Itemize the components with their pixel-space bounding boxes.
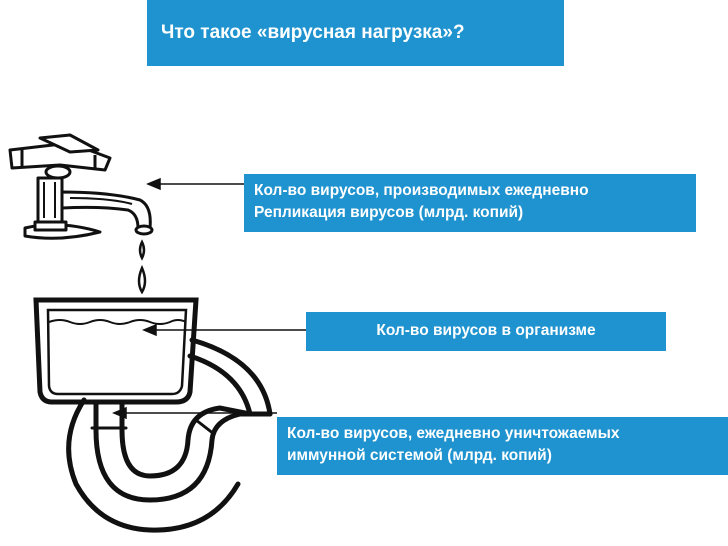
sink-basin-icon bbox=[33, 297, 199, 405]
arrow-left-icon bbox=[112, 177, 306, 420]
faucet-label-line-2: Репликация вирусов (млрд. копий) bbox=[254, 204, 524, 221]
faucet-icon bbox=[8, 133, 154, 240]
basin-label: Кол-во вирусов в организме bbox=[306, 312, 666, 351]
drain-label: Кол-во вирусов, ежедневно уничтожаемых и… bbox=[277, 417, 728, 475]
faucet-label-line-1: Кол-во вирусов, производимых ежедневно bbox=[254, 182, 589, 199]
page-title-text: Что такое «вирусная нагрузка»? bbox=[161, 22, 465, 43]
faucet-label: Кол-во вирусов, производимых ежедневно Р… bbox=[244, 174, 696, 232]
water-drop-icon bbox=[137, 239, 147, 295]
page-title: Что такое «вирусная нагрузка»? bbox=[147, 0, 564, 66]
drain-label-line-1: Кол-во вирусов, ежедневно уничтожаемых bbox=[287, 425, 620, 442]
drain-pipe-icon bbox=[66, 337, 273, 533]
basin-label-line-1: Кол-во вирусов в организме bbox=[376, 322, 596, 339]
drain-label-line-2: иммунной системой (млрд. копий) bbox=[287, 447, 552, 464]
